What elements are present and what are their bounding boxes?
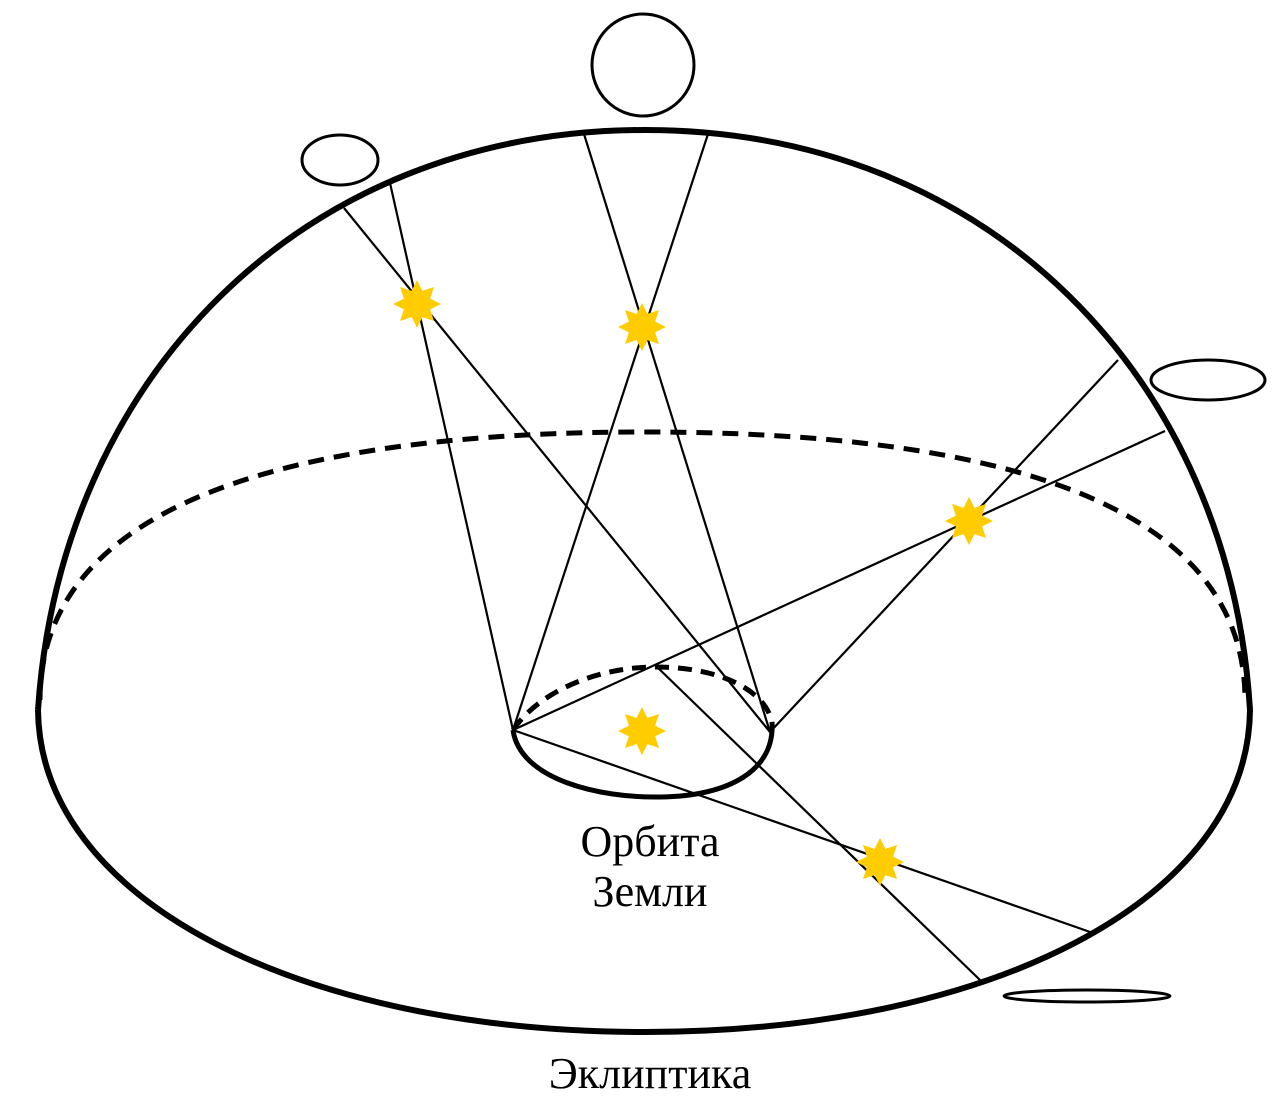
sight-line (343, 207, 771, 733)
parallax-ellipse (1002, 988, 1172, 1004)
star-icon (393, 280, 441, 328)
sight-line (511, 133, 710, 731)
sight-line (512, 430, 1166, 731)
stars (393, 280, 993, 886)
star-icon (618, 303, 666, 351)
sight-line (512, 728, 1094, 935)
celestial-hemisphere (35, 126, 1253, 711)
sight-lines (343, 133, 1166, 981)
orbit-label-line2: Земли (593, 867, 708, 916)
sight-line (769, 359, 1119, 733)
parallax-ellipses (300, 12, 1267, 1004)
parallax-ellipse (1149, 358, 1267, 402)
ecliptic-plane-dashed (37, 429, 1248, 701)
earth-orbit-front (510, 721, 775, 800)
star-icon (945, 497, 993, 545)
sight-line (654, 664, 981, 981)
hemisphere-base (35, 709, 1253, 1036)
orbit-label-line1: Орбита (580, 817, 719, 866)
sun-star-icon (618, 707, 666, 755)
parallax-circle (590, 12, 696, 118)
parallax-ellipse (300, 133, 380, 187)
star-icon (856, 838, 904, 886)
earth-orbit-back-dashed (510, 664, 775, 732)
sight-line (582, 133, 772, 733)
ecliptic-label: Эклиптика (549, 1049, 752, 1098)
sight-line (388, 182, 515, 731)
